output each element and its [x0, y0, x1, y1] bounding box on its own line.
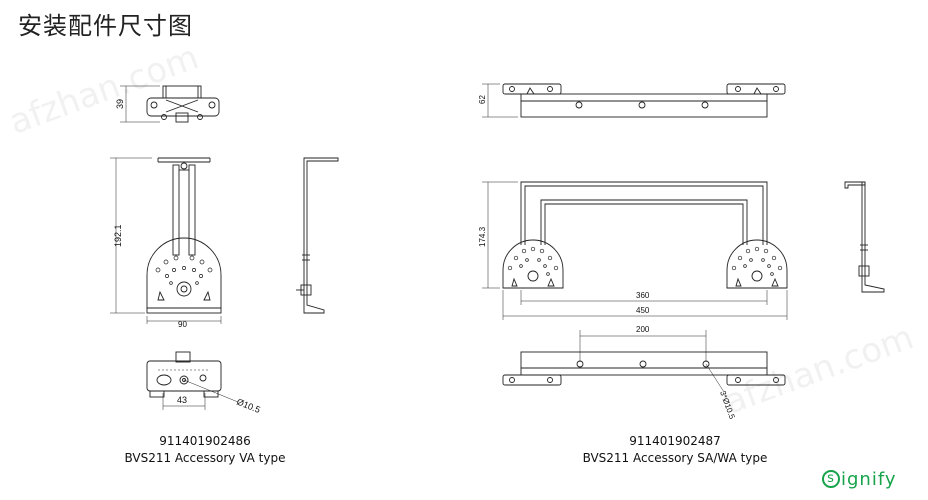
sawa-dim-height: 174.3 — [478, 226, 487, 247]
va-dim-hole-diameter: Ø10.5 — [235, 397, 261, 415]
va-bottom-view — [146, 351, 239, 410]
sawa-dim-hole-spacing: 200 — [636, 325, 650, 334]
logo-s-mark: s — [822, 470, 840, 488]
sawa-dim-overall-width: 450 — [636, 306, 650, 315]
sawa-dim-inner-width: 360 — [636, 291, 650, 300]
signify-logo: s ignify — [822, 466, 897, 492]
sawa-caption: 911401902487 BVS211 Accessory SA/WA type — [560, 433, 790, 467]
page-title: 安装配件尺寸图 — [18, 12, 193, 40]
sawa-accessory-name: BVS211 Accessory SA/WA type — [582, 451, 768, 465]
va-top-view — [120, 85, 220, 123]
va-dim-base-width: 90 — [178, 320, 187, 329]
va-dim-height: 192.1 — [113, 224, 123, 247]
sawa-top-view — [482, 83, 786, 118]
sawa-front-view — [482, 181, 788, 320]
va-part-number: 911401902486 — [159, 434, 251, 448]
va-front-view — [110, 157, 222, 324]
sawa-bottom-view — [502, 330, 786, 393]
va-caption: 911401902486 BVS211 Accessory VA type — [100, 433, 310, 467]
logo-text: ignify — [841, 468, 897, 490]
va-dim-top-height: 39 — [115, 99, 125, 109]
sawa-part-number: 911401902487 — [629, 434, 721, 448]
va-accessory-name: BVS211 Accessory VA type — [124, 451, 286, 465]
va-side-view — [296, 157, 339, 314]
sawa-dim-holes: 3*Ø10.5 — [718, 390, 737, 421]
va-dim-hole-spacing: 43 — [177, 395, 187, 405]
sawa-side-view — [844, 181, 885, 293]
sawa-dim-top-height: 62 — [478, 95, 487, 104]
